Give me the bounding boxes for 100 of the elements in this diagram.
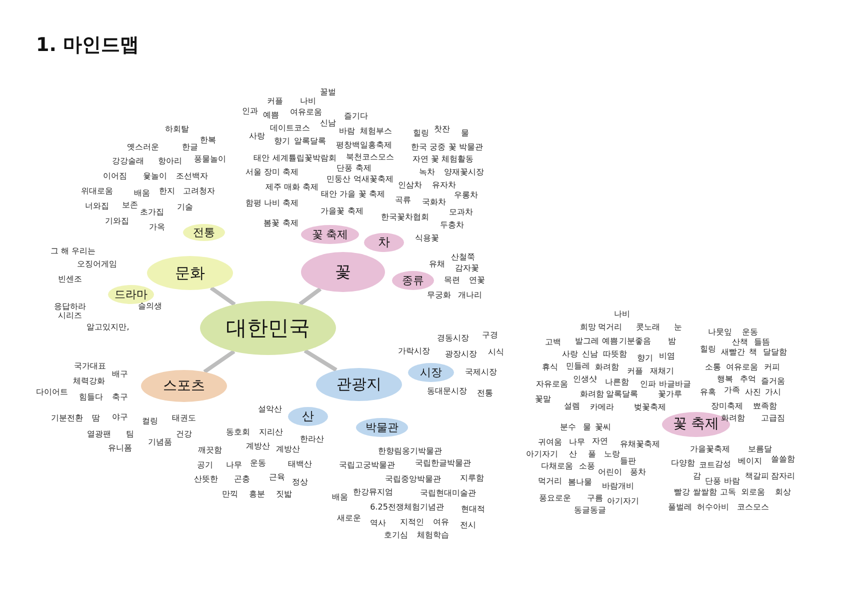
keyword: 인삼차 xyxy=(398,182,422,190)
keyword: 동글동글 xyxy=(574,506,606,516)
keyword: 하회탈 xyxy=(165,126,189,134)
keyword: 귀여움 xyxy=(538,438,562,448)
keyword: 찻잔 xyxy=(434,126,450,134)
keyword: 화려함 xyxy=(595,364,619,372)
keyword: 한국 궁중 꽃 박물관 xyxy=(411,144,483,152)
keyword: 근육 xyxy=(269,474,285,482)
keyword: 회상 xyxy=(775,488,791,498)
keyword: 공기 xyxy=(197,462,213,470)
keyword: 고백 xyxy=(545,338,561,348)
keyword: 국화차 xyxy=(422,198,446,208)
keyword: 달달함 xyxy=(763,348,787,358)
keyword: 힐링 xyxy=(413,130,429,138)
keyword: 나무 xyxy=(226,462,242,470)
keyword: 나뭇잎 xyxy=(708,328,732,338)
keyword: 슬의생 xyxy=(138,302,162,312)
topic-bubble: 시장 xyxy=(408,362,454,382)
keyword: 비염 xyxy=(659,352,675,362)
keyword: 국립고궁박물관 xyxy=(339,462,395,470)
keyword: 꽃가루 xyxy=(658,390,682,400)
keyword: 신남 xyxy=(320,120,336,128)
keyword: 6.25전쟁체험기념관 xyxy=(370,504,444,512)
keyword: 광장시장 xyxy=(445,350,477,360)
keyword: 풍요로운 xyxy=(539,494,571,504)
keyword: 너와집 xyxy=(85,202,109,212)
keyword: 바람 xyxy=(724,478,740,486)
keyword: 가시 xyxy=(765,388,781,398)
keyword: 분수 xyxy=(560,424,576,432)
keyword: 콧노래 xyxy=(636,324,660,332)
keyword: 산 xyxy=(569,450,577,460)
keyword: 야구 xyxy=(112,414,128,422)
keyword: 벚꽃축제 xyxy=(634,404,666,412)
keyword: 코스모스 xyxy=(737,504,769,512)
keyword: 감 xyxy=(693,472,701,482)
keyword: 산철쭉 xyxy=(451,254,475,262)
keyword: 다양함 xyxy=(671,460,695,468)
keyword: 사랑 xyxy=(562,350,578,360)
keyword: 가족 xyxy=(724,386,740,396)
keyword: 어린이 xyxy=(598,468,622,478)
keyword: 커플 xyxy=(267,98,283,106)
keyword: 바람개비 xyxy=(602,482,634,492)
keyword: 유채 xyxy=(429,260,445,270)
keyword: 감자꽃 xyxy=(455,264,479,274)
keyword: 꽃말 xyxy=(535,396,551,404)
keyword: 행복 xyxy=(717,376,733,384)
keyword: 사진 xyxy=(745,388,761,398)
keyword: 응답하라 시리즈 xyxy=(53,303,87,321)
keyword: 함평 나비 축제 xyxy=(245,200,299,208)
keyword: 두충차 xyxy=(440,222,464,230)
keyword: 가을꽃 축제 xyxy=(320,208,364,216)
keyword: 초가집 xyxy=(140,208,164,218)
keyword: 화려함 xyxy=(580,390,604,400)
keyword: 알록달록 xyxy=(294,138,326,146)
keyword: 나른함 xyxy=(605,378,629,388)
keyword: 들뜸 xyxy=(754,338,770,348)
keyword: 장미축제 xyxy=(711,402,743,412)
keyword: 재채기 xyxy=(650,368,674,376)
keyword: 흥분 xyxy=(249,490,265,500)
keyword: 기분전환 xyxy=(51,414,83,424)
keyword: 인과 xyxy=(242,108,258,116)
keyword: 힘들다 xyxy=(79,394,103,402)
keyword: 한향림옹기박물관 xyxy=(378,448,442,456)
keyword: 소통 xyxy=(705,364,721,372)
keyword: 배구 xyxy=(112,370,128,380)
keyword: 항아리 xyxy=(158,158,182,166)
keyword: 봄나물 xyxy=(568,478,592,488)
keyword: 지적인 xyxy=(400,518,424,528)
keyword: 발그레 xyxy=(575,338,599,346)
keyword: 설악산 xyxy=(258,406,282,414)
keyword: 태백산 xyxy=(288,460,312,470)
keyword: 물 xyxy=(583,424,591,432)
keyword: 산뜻한 xyxy=(194,476,218,484)
keyword: 전통 xyxy=(477,390,493,398)
keyword: 우롱차 xyxy=(454,192,478,200)
keyword: 자유로움 xyxy=(536,380,568,390)
keyword: 보름달 xyxy=(748,446,772,454)
keyword: 모과차 xyxy=(449,208,473,218)
keyword: 눈 xyxy=(674,324,682,332)
keyword: 추억 xyxy=(740,376,756,384)
keyword: 설렘 xyxy=(564,402,580,412)
keyword: 나비 xyxy=(300,98,316,106)
keyword: 풍물놀이 xyxy=(194,156,226,164)
keyword: 역사 xyxy=(370,520,386,528)
keyword: 축구 xyxy=(112,394,128,402)
keyword: 소풍 xyxy=(579,462,595,472)
keyword: 꽃씨 xyxy=(595,424,611,432)
keyword: 한복 xyxy=(200,136,216,146)
keyword: 운동 xyxy=(250,460,266,468)
topic-bubble: 문화 xyxy=(147,256,233,290)
keyword: 다이어트 xyxy=(36,388,68,398)
keyword: 계방산 xyxy=(276,446,300,454)
keyword: 서울 장미 축제 xyxy=(245,168,299,178)
keyword: 가옥 xyxy=(149,224,165,232)
keyword: 유채꽃축제 xyxy=(620,440,660,450)
connector-line xyxy=(298,287,322,306)
keyword: 알고있지만, xyxy=(86,324,130,332)
keyword: 유자차 xyxy=(432,182,456,190)
keyword: 한국꽃차협회 xyxy=(381,214,429,222)
keyword: 위대로움 xyxy=(81,188,113,196)
